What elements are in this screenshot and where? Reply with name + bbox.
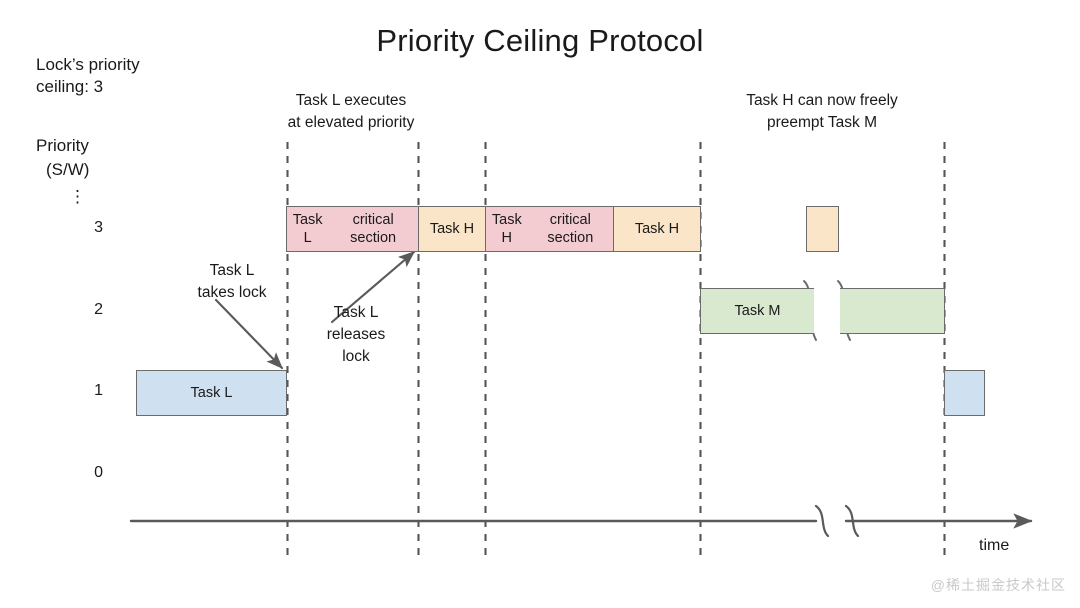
annotation-elevated-priority-line2: at elevated priority bbox=[287, 114, 415, 131]
lock-ceiling-note-line2: ceiling: 3 bbox=[36, 77, 104, 96]
block-task-h-critical-section[interactable]: Task H critical section bbox=[485, 206, 614, 252]
y-tick-2: 2 bbox=[94, 301, 103, 318]
y-axis-label-line1: Priority bbox=[36, 136, 89, 155]
watermark: @稀土掘金技术社区 bbox=[930, 577, 1066, 593]
annotation-takes-lock-line1: Task L bbox=[209, 262, 255, 279]
block-label-line1: Task H bbox=[491, 211, 522, 246]
axis-break-right bbox=[844, 504, 860, 538]
block-label: Task H bbox=[419, 207, 485, 251]
annotation-takes-lock-line2: takes lock bbox=[197, 284, 267, 301]
block-task-l-critical-section[interactable]: Task L critical section bbox=[286, 206, 419, 252]
block-label: Task L critical section bbox=[287, 207, 418, 251]
block-task-l-resume[interactable] bbox=[944, 370, 985, 416]
page-title: Priority Ceiling Protocol bbox=[376, 23, 704, 58]
y-axis-ellipsis: ⋮ bbox=[69, 187, 87, 206]
y-tick-0: 0 bbox=[94, 464, 103, 481]
block-label bbox=[945, 371, 984, 415]
annotation-releases-lock-line3: lock bbox=[342, 348, 370, 365]
block-label-line1: Task H bbox=[634, 220, 680, 237]
annotation-releases-lock-line2: releases bbox=[326, 326, 386, 343]
block-task-h-3[interactable] bbox=[806, 206, 839, 252]
block-label-line1: Task L bbox=[292, 211, 323, 246]
x-axis-label: time bbox=[979, 537, 1010, 554]
y-tick-1: 1 bbox=[94, 382, 103, 399]
block-label-line1: Task H bbox=[429, 220, 475, 237]
y-axis-label-line2: (S/W) bbox=[46, 160, 90, 179]
y-tick-3: 3 bbox=[94, 219, 103, 236]
block-task-m-left[interactable]: Task M bbox=[700, 288, 814, 334]
axis-break-left bbox=[814, 504, 830, 538]
block-label: Task H bbox=[614, 207, 700, 251]
block-task-m-right[interactable] bbox=[840, 288, 945, 334]
block-label-line2: critical section bbox=[350, 211, 397, 246]
takes-lock-arrow bbox=[214, 298, 284, 370]
block-task-h-2[interactable]: Task H bbox=[613, 206, 701, 252]
block-task-l-run[interactable]: Task L bbox=[136, 370, 287, 416]
lock-ceiling-note-line1: Lock’s priority bbox=[36, 55, 140, 74]
block-label bbox=[840, 289, 944, 333]
block-label bbox=[807, 207, 838, 251]
block-task-h-1[interactable]: Task H bbox=[418, 206, 486, 252]
annotation-preempt-task-m-line1: Task H can now freely bbox=[746, 92, 898, 109]
block-label: Task H critical section bbox=[486, 207, 613, 251]
block-label: Task M bbox=[701, 289, 814, 333]
annotation-releases-lock-line1: Task L bbox=[333, 304, 379, 321]
block-label-line1: Task M bbox=[734, 302, 781, 319]
annotation-preempt-task-m-line2: preempt Task M bbox=[767, 114, 877, 131]
annotation-elevated-priority-line1: Task L executes bbox=[295, 92, 407, 109]
block-label-line1: Task L bbox=[190, 384, 233, 401]
block-label: Task L bbox=[137, 371, 286, 415]
block-label-line2: critical section bbox=[547, 211, 594, 246]
